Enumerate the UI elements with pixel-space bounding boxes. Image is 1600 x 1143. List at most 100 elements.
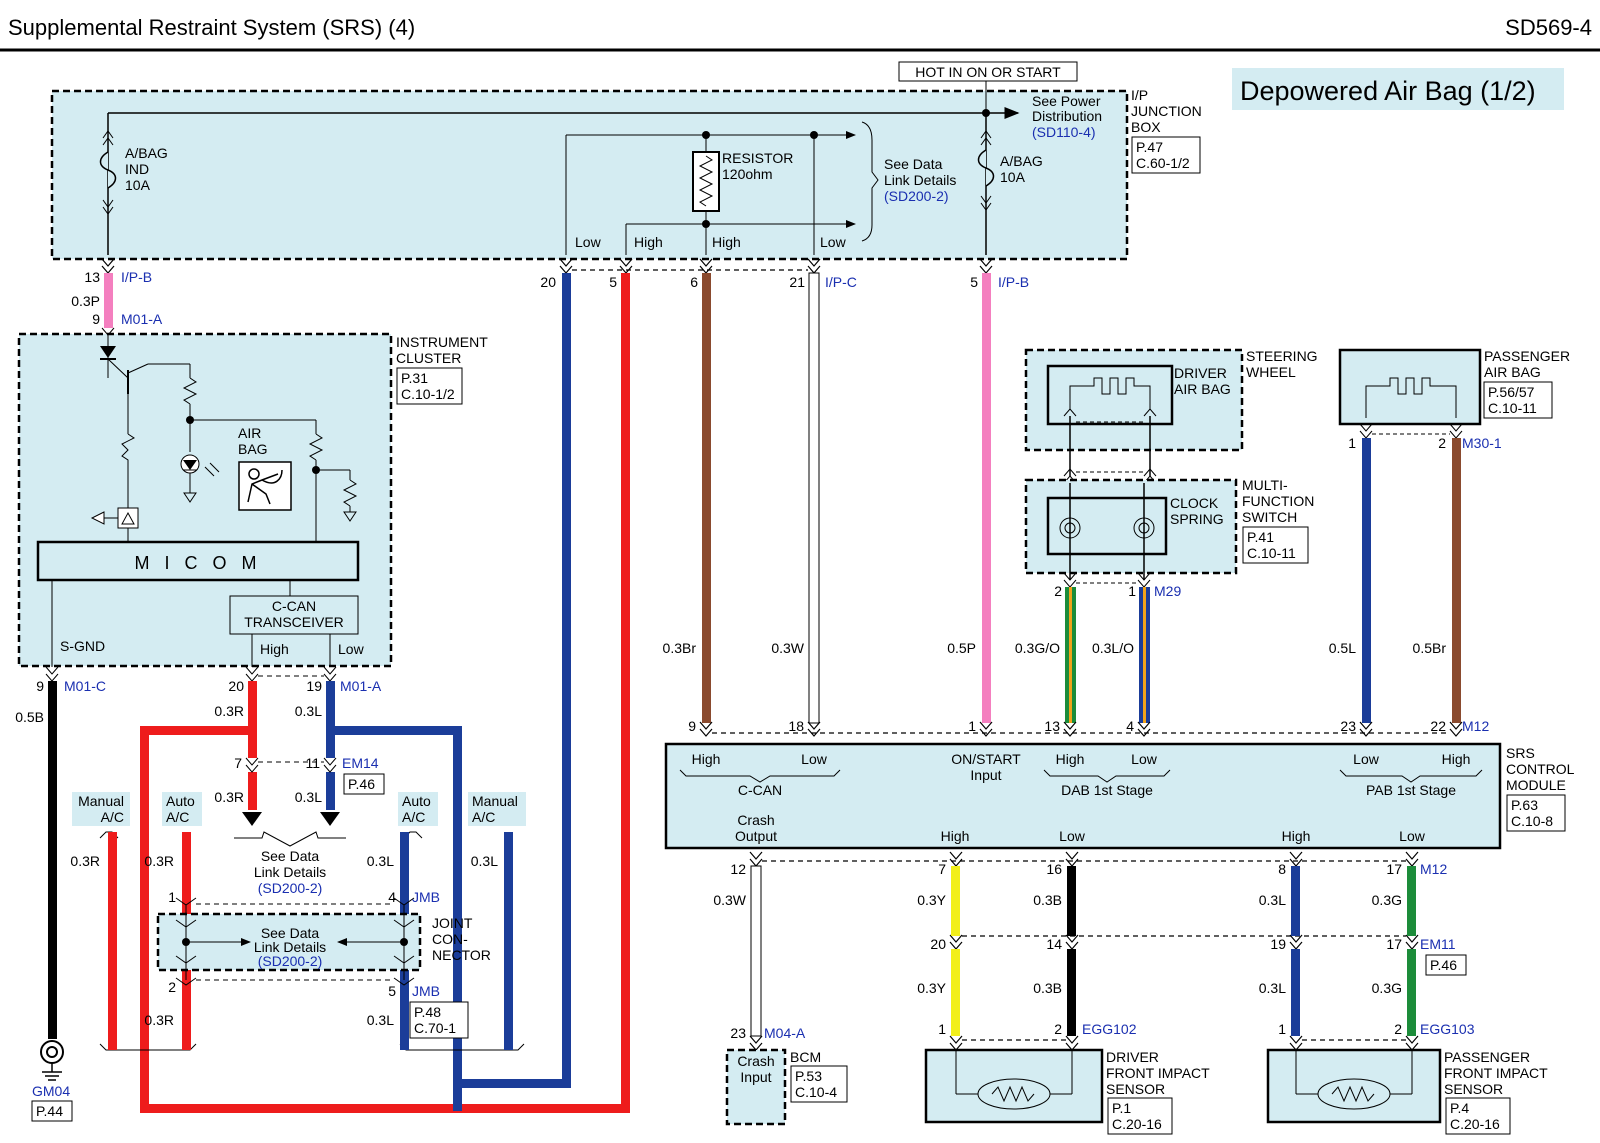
bcm: Crash Input BCM P.53 C.10-4 bbox=[725, 1048, 848, 1126]
hot-label: HOT IN ON OR START bbox=[915, 64, 1061, 80]
em11-page: P.46 bbox=[1430, 957, 1457, 973]
conn-ipb-1[interactable]: I/P-B bbox=[121, 269, 152, 285]
airbag-label: AIR bbox=[238, 425, 261, 441]
steering-wheel: STEERING WHEEL DRIVER AIR BAG bbox=[1024, 348, 1318, 484]
fuse1-label: A/BAG bbox=[125, 145, 168, 161]
conn-m29[interactable]: M29 bbox=[1154, 583, 1181, 599]
steering-name-2: WHEEL bbox=[1246, 364, 1296, 380]
see-data-2-l1: See Data bbox=[261, 925, 320, 941]
pin-13-m12: 13 bbox=[1044, 718, 1060, 734]
fuse-icon-2 bbox=[977, 149, 995, 187]
jb-low-2: Low bbox=[820, 234, 847, 250]
joint-name-2: CON- bbox=[432, 931, 468, 947]
conn-gm04[interactable]: GM04 bbox=[32, 1083, 70, 1099]
pab-page: P.56/57 bbox=[1488, 384, 1535, 400]
conn-jmb-1[interactable]: JMB bbox=[412, 889, 440, 905]
fuse1-label-3: 10A bbox=[125, 177, 151, 193]
srs-dfis-low: Low bbox=[1059, 828, 1086, 844]
opt-manual-1-ac: A/C bbox=[101, 809, 124, 825]
pin-16-m12: 16 bbox=[1046, 861, 1062, 877]
srs-conn-ref: C.10-8 bbox=[1511, 813, 1553, 829]
conn-ipb-2[interactable]: I/P-B bbox=[998, 274, 1029, 290]
conn-m01c[interactable]: M01-C bbox=[64, 678, 106, 694]
wire-green-2 bbox=[1407, 949, 1416, 1036]
wires-top bbox=[104, 272, 991, 1113]
page-title: Supplemental Restraint System (SRS) (4) bbox=[8, 15, 415, 40]
srs-pfis-low: Low bbox=[1399, 828, 1426, 844]
airbag-label-2: BAG bbox=[238, 441, 268, 457]
jb-see-data-ref[interactable]: (SD200-2) bbox=[884, 188, 949, 204]
wire-03l-2: 0.3L bbox=[295, 789, 322, 805]
conn-m01a-1[interactable]: M01-A bbox=[121, 311, 163, 327]
srs-pab: PAB 1st Stage bbox=[1366, 782, 1456, 798]
pin-9-m01c: 9 bbox=[36, 678, 44, 694]
cluster-ref-p: P.31 bbox=[401, 370, 428, 386]
wire-03r-5: 0.3R bbox=[144, 1012, 174, 1028]
srs-pfis-high: High bbox=[1282, 828, 1311, 844]
cluster-low: Low bbox=[338, 641, 365, 657]
bcm-page: P.53 bbox=[795, 1068, 822, 1084]
opt-auto-1-ac: A/C bbox=[166, 809, 189, 825]
pin-2-m30: 2 bbox=[1438, 435, 1446, 451]
cluster-name-2: CLUSTER bbox=[396, 350, 461, 366]
see-data-2-ref[interactable]: (SD200-2) bbox=[258, 953, 323, 969]
wire-03r-1: 0.3R bbox=[214, 703, 244, 719]
sgnd-label: S-GND bbox=[60, 638, 105, 654]
conn-egg102[interactable]: EGG102 bbox=[1082, 1021, 1137, 1037]
pin-1-jc: 1 bbox=[168, 889, 176, 905]
conn-m01a-2[interactable]: M01-A bbox=[340, 678, 382, 694]
pfis-page: P.4 bbox=[1450, 1100, 1469, 1116]
mfs-name-2: FUNCTION bbox=[1242, 493, 1314, 509]
mfs-name: MULTI- bbox=[1242, 477, 1288, 493]
conn-m12-1[interactable]: M12 bbox=[1462, 718, 1489, 734]
passenger-air-bag: PASSENGER AIR BAG P.56/57 C.10-11 bbox=[1338, 348, 1570, 439]
driver-airbag-label: DRIVER bbox=[1174, 365, 1227, 381]
opt-manual-2-ac: A/C bbox=[472, 809, 495, 825]
wire-03y-1: 0.3Y bbox=[917, 892, 946, 908]
wire-blue-can-low bbox=[562, 273, 571, 1088]
pin-1-m29: 1 bbox=[1128, 583, 1136, 599]
fuse2-label: A/BAG bbox=[1000, 153, 1043, 169]
jb-name: I/P bbox=[1131, 87, 1148, 103]
pin-2-jc: 2 bbox=[168, 979, 176, 995]
wire-03l-4: 0.3L bbox=[471, 853, 498, 869]
srs-pab-low: Low bbox=[1353, 751, 1380, 767]
wire-red-h-top bbox=[140, 726, 257, 735]
conn-ipc[interactable]: I/P-C bbox=[825, 274, 857, 290]
clock-spring bbox=[1046, 496, 1168, 556]
wire-05b: 0.5B bbox=[15, 709, 44, 725]
srs-on-start-2: Input bbox=[970, 767, 1001, 783]
conn-m30[interactable]: M30-1 bbox=[1462, 435, 1502, 451]
see-data-1-ref[interactable]: (SD200-2) bbox=[258, 880, 323, 896]
conn-em11[interactable]: EM11 bbox=[1420, 936, 1456, 952]
passenger-front-impact-sensor: PASSENGER FRONT IMPACT SENSOR P.4 C.20-1… bbox=[1266, 1048, 1548, 1135]
wire-03g-2: 0.3G bbox=[1372, 980, 1402, 996]
wire-03b-1: 0.3B bbox=[1033, 892, 1062, 908]
conn-em14[interactable]: EM14 bbox=[342, 755, 379, 771]
pfis-name: PASSENGER bbox=[1444, 1049, 1530, 1065]
see-power-ref[interactable]: (SD110-4) bbox=[1032, 124, 1096, 140]
pin-5-jmb: 5 bbox=[388, 983, 396, 999]
resistor-label: RESISTOR bbox=[722, 150, 793, 166]
wire-blue-manual bbox=[504, 832, 513, 1050]
conn-m12-2[interactable]: M12 bbox=[1420, 861, 1447, 877]
wire-black-ground bbox=[48, 681, 57, 1039]
wire-red-manual bbox=[108, 832, 117, 1050]
opt-auto-2-ac: A/C bbox=[402, 809, 425, 825]
wire-white bbox=[808, 272, 820, 724]
jb-see-data-l1: See Data bbox=[884, 156, 943, 172]
pin-12-m12: 12 bbox=[730, 861, 746, 877]
conn-m04a[interactable]: M04-A bbox=[764, 1025, 806, 1041]
header: Supplemental Restraint System (SRS) (4) … bbox=[0, 15, 1600, 110]
jb-see-data-l2: Link Details bbox=[884, 172, 956, 188]
ccan-label-2: TRANSCEIVER bbox=[244, 614, 344, 630]
wire-black-2 bbox=[1067, 949, 1076, 1036]
conn-jmb-2[interactable]: JMB bbox=[412, 983, 440, 999]
pin-4-jmb: 4 bbox=[388, 889, 396, 905]
fuse-icon bbox=[99, 151, 117, 189]
driver-front-impact-sensor: DRIVER FRONT IMPACT SENSOR P.1 C.20-16 bbox=[924, 1048, 1210, 1135]
wire-05br: 0.5Br bbox=[1413, 640, 1447, 656]
opt-manual-1: Manual bbox=[78, 793, 124, 809]
instrument-cluster: INSTRUMENT CLUSTER P.31 C.10-1/2 bbox=[17, 327, 488, 682]
conn-egg103[interactable]: EGG103 bbox=[1420, 1021, 1475, 1037]
